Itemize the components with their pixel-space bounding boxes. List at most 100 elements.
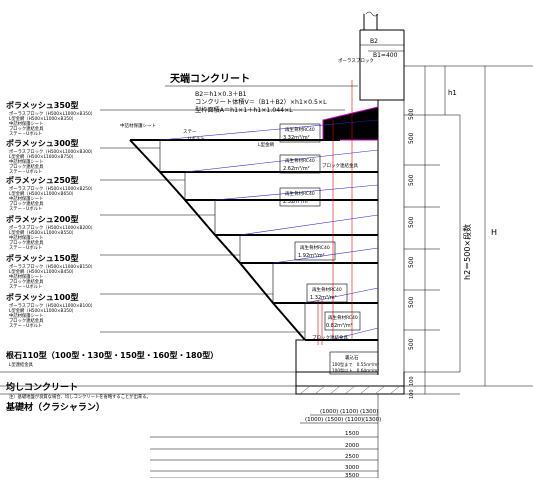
right-elevation-lines	[377, 65, 533, 395]
fill-box-6-title: 再生骨材RC40	[328, 314, 358, 321]
formula-line-1: B2＝h1×0.3＋B1	[195, 91, 247, 98]
dim-len-2000: 2000	[345, 443, 359, 449]
row-dim-7: 500	[408, 108, 415, 120]
h2-label: h2＝500×段数	[462, 224, 472, 280]
right-dimension-chain	[424, 66, 486, 394]
fill-box-1-title: 再生骨材RC40	[285, 126, 315, 133]
tier-5-line-1: L型金網（H500×L1000×B350）	[9, 307, 76, 314]
tier-5-line-0: ポーラスブロック（H500×L1000×B100）	[9, 302, 95, 309]
inner-porous-label: ポーラスブロック	[338, 57, 374, 64]
dim-len-2500: 2500	[345, 454, 359, 460]
stone-box-title: 裏込石	[345, 354, 359, 361]
inner-lmesh-label: L型金網	[258, 141, 275, 148]
top-width-dims	[359, 40, 405, 55]
b1-label: B1=400	[373, 52, 398, 59]
tier-0-title: ポラメッシュ350型	[6, 100, 78, 110]
leveling-concrete-title: 均しコンクリート	[6, 381, 78, 393]
inner-connector-label: ブロック連結金具	[322, 162, 358, 169]
tier-4-title: ポラメッシュ150型	[6, 253, 78, 263]
tier-2-line-4: ステー・Uボルト	[9, 205, 42, 212]
diagonal-ties	[159, 119, 379, 341]
dim-len-1500: 1500	[345, 431, 359, 437]
dim-len-3500: 3500	[345, 473, 359, 478]
tier-3-line-2: 中詰材保護シート	[9, 234, 43, 241]
dim-row1-a: (1000)	[320, 409, 338, 415]
row-dim-1: 500	[408, 132, 415, 144]
tier-4-line-2: 中詰材保護シート	[9, 273, 43, 280]
top-concrete-title: 天端コンクリート	[170, 72, 250, 85]
tier-2-title: ポラメッシュ250型	[6, 175, 78, 185]
tier-3-line-4: ステー・Uボルト	[9, 244, 42, 251]
fill-box-4-title: 再生骨材RC40	[300, 244, 330, 251]
leveling-note: 注）基礎地盤が良質な場合、均しコンクリートを省略することが出来る。	[9, 393, 151, 400]
tier-3-title: ポラメッシュ200型	[6, 214, 78, 224]
tier-label-5: ポラメッシュ100型 ポーラスブロック（H500×L1000×B100） L型金…	[6, 292, 95, 329]
tier-0-line-1: L型金網（H500×L1000×B350）	[9, 115, 76, 122]
dim-row1-c: (1300)	[360, 409, 378, 415]
tier-label-0: ポラメッシュ350型 ポーラスブロック（H500×L1000×B350） L型金…	[6, 100, 95, 137]
inner-ubolt-label: Uボルト	[188, 135, 205, 142]
fill-box-1-value: 3.32m³/m²	[283, 135, 310, 141]
dim-row2-c: (1100)	[345, 417, 363, 423]
tier-5-line-4: ステー・Uボルト	[9, 322, 42, 329]
stone-box-line1: 100型まで 0.55m³/m²	[332, 361, 379, 367]
base-foundation	[0, 339, 405, 395]
foundation-title: 基礎材（クラシャラン）	[5, 401, 105, 413]
fill-box-6-value: 0.82m³/m²	[326, 323, 353, 329]
tier-2-line-1: L型金網（H500×L1000×B650）	[9, 190, 76, 197]
formula-line-2: コンクリート体積V＝（B1＋B2）×h1×0.5×L	[195, 98, 327, 106]
fill-box-2-title: 再生骨材RC40	[285, 157, 315, 164]
tier-1-line-2: 中詰材保護シート	[9, 158, 43, 165]
fill-box-5-value: 1.32m³/m²	[310, 295, 337, 301]
fill-box-4-value: 1.92m³/m²	[298, 253, 325, 259]
top-concrete-parapet	[359, 11, 405, 101]
dim-row1-b: (1100)	[340, 409, 358, 415]
tier-1-line-0: ポーラスブロック（H500×L1000×B300）	[9, 148, 95, 155]
row-dim-2: 500	[408, 174, 415, 186]
fill-box-3-value: 2.32m³/m²	[283, 199, 310, 205]
root-stone-title: 根石110型（100型・130型・150型・160型・180型）	[6, 350, 218, 360]
tier-1-title: ポラメッシュ300型	[6, 138, 78, 148]
h1-label: h1	[448, 89, 457, 97]
tier-0-line-3: ブロック連結金具	[9, 125, 44, 132]
tier-0-line-0: ポーラスブロック（H500×L1000×B350）	[9, 110, 95, 117]
stepped-profile	[129, 106, 379, 341]
dim-row2-a: (1000)	[305, 417, 323, 423]
dim-len-3000: 3000	[345, 465, 359, 471]
tier-label-4: ポラメッシュ150型 ポーラスブロック（H500×L1000×B150） L型金…	[6, 253, 95, 290]
dim-row2-b: (1500)	[325, 417, 343, 423]
tier-0-line-4: ステー・Uボルト	[9, 130, 42, 137]
inner-connector2-label: ブロック連結金具	[312, 334, 348, 341]
tier-3-line-0: ポーラスブロック（H500×L1000×B200）	[9, 224, 95, 231]
row-dim-6: 500	[408, 338, 415, 350]
tier-2-line-0: ポーラスブロック（H500×L1000×B250）	[9, 185, 95, 192]
tier-3-line-1: L型金網（H500×L1000×B550）	[9, 229, 76, 236]
row-dim-3: 500	[408, 216, 415, 228]
inner-stay2-label: ステー	[355, 133, 369, 139]
tier-label-3: ポラメッシュ200型 ポーラスブロック（H500×L1000×B200） L型金…	[6, 214, 95, 251]
tier-4-line-3: ブロック連結金具	[9, 278, 44, 285]
row-dim-5: 500	[408, 296, 415, 308]
tier-3-line-3: ブロック連結金具	[9, 239, 44, 246]
tier-1-line-4: ステー・Uボルト	[9, 168, 42, 175]
tier-4-line-1: L型金網（H500×L1000×B450）	[9, 268, 76, 275]
fill-box-5-title: 再生骨材RC40	[312, 286, 342, 293]
bottom-dimension-lines	[150, 394, 379, 479]
tier-2-line-3: ブロック連結金具	[9, 200, 44, 207]
tier-label-2: ポラメッシュ250型 ポーラスブロック（H500×L1000×B250） L型金…	[6, 175, 95, 212]
tier-2-line-2: 中詰材保護シート	[9, 195, 43, 202]
H-label: H	[491, 228, 497, 237]
fill-box-2-value: 2.62m³/m²	[283, 166, 310, 172]
leader-lines	[100, 109, 345, 333]
inner-sheet-label: 中詰材保護シート	[120, 122, 156, 129]
tier-5-line-3: ブロック連結金具	[9, 317, 44, 324]
row-dim-4: 500	[408, 256, 415, 268]
base-dim-b: 100	[409, 389, 415, 399]
tier-5-title: ポラメッシュ100型	[6, 292, 78, 302]
tier-5-line-2: 中詰材保護シート	[9, 312, 43, 319]
formula-line-3: 型枠面積A＝h1×1＋h1×1.044×L	[195, 106, 293, 114]
inner-stay-label: ステー	[183, 129, 197, 135]
tier-4-line-4: ステー・Uボルト	[9, 283, 42, 290]
